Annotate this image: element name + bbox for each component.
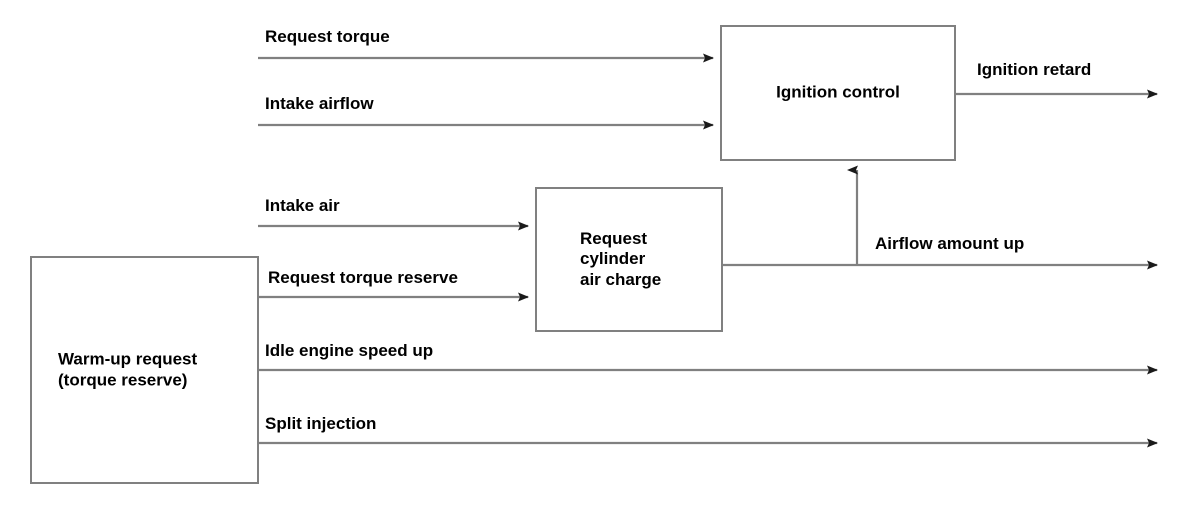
- edge-label-request-torque: Request torque: [265, 27, 390, 46]
- edge-label-request-torque-reserve: Request torque reserve: [268, 268, 458, 287]
- node-warm-up-request-label: Warm-up request (torque reserve): [58, 349, 198, 389]
- node-ignition-control-label: Ignition control: [776, 82, 900, 102]
- edge-label-airflow-amount-up: Airflow amount up: [875, 234, 1025, 253]
- node-request-cylinder-air-charge[interactable]: Request cylinder air charge: [535, 187, 723, 332]
- node-warm-up-request[interactable]: Warm-up request (torque reserve): [30, 256, 259, 484]
- node-ignition-control[interactable]: Ignition control: [720, 25, 956, 161]
- node-request-cylinder-air-charge-label: Request cylinder air charge: [580, 228, 662, 289]
- edge-label-intake-air: Intake air: [265, 196, 340, 215]
- edge-label-idle-engine-speed-up: Idle engine speed up: [265, 341, 434, 360]
- edge-label-intake-airflow: Intake airflow: [265, 94, 374, 113]
- edge-label-ignition-retard: Ignition retard: [977, 60, 1092, 79]
- edge-label-split-injection: Split injection: [265, 414, 377, 433]
